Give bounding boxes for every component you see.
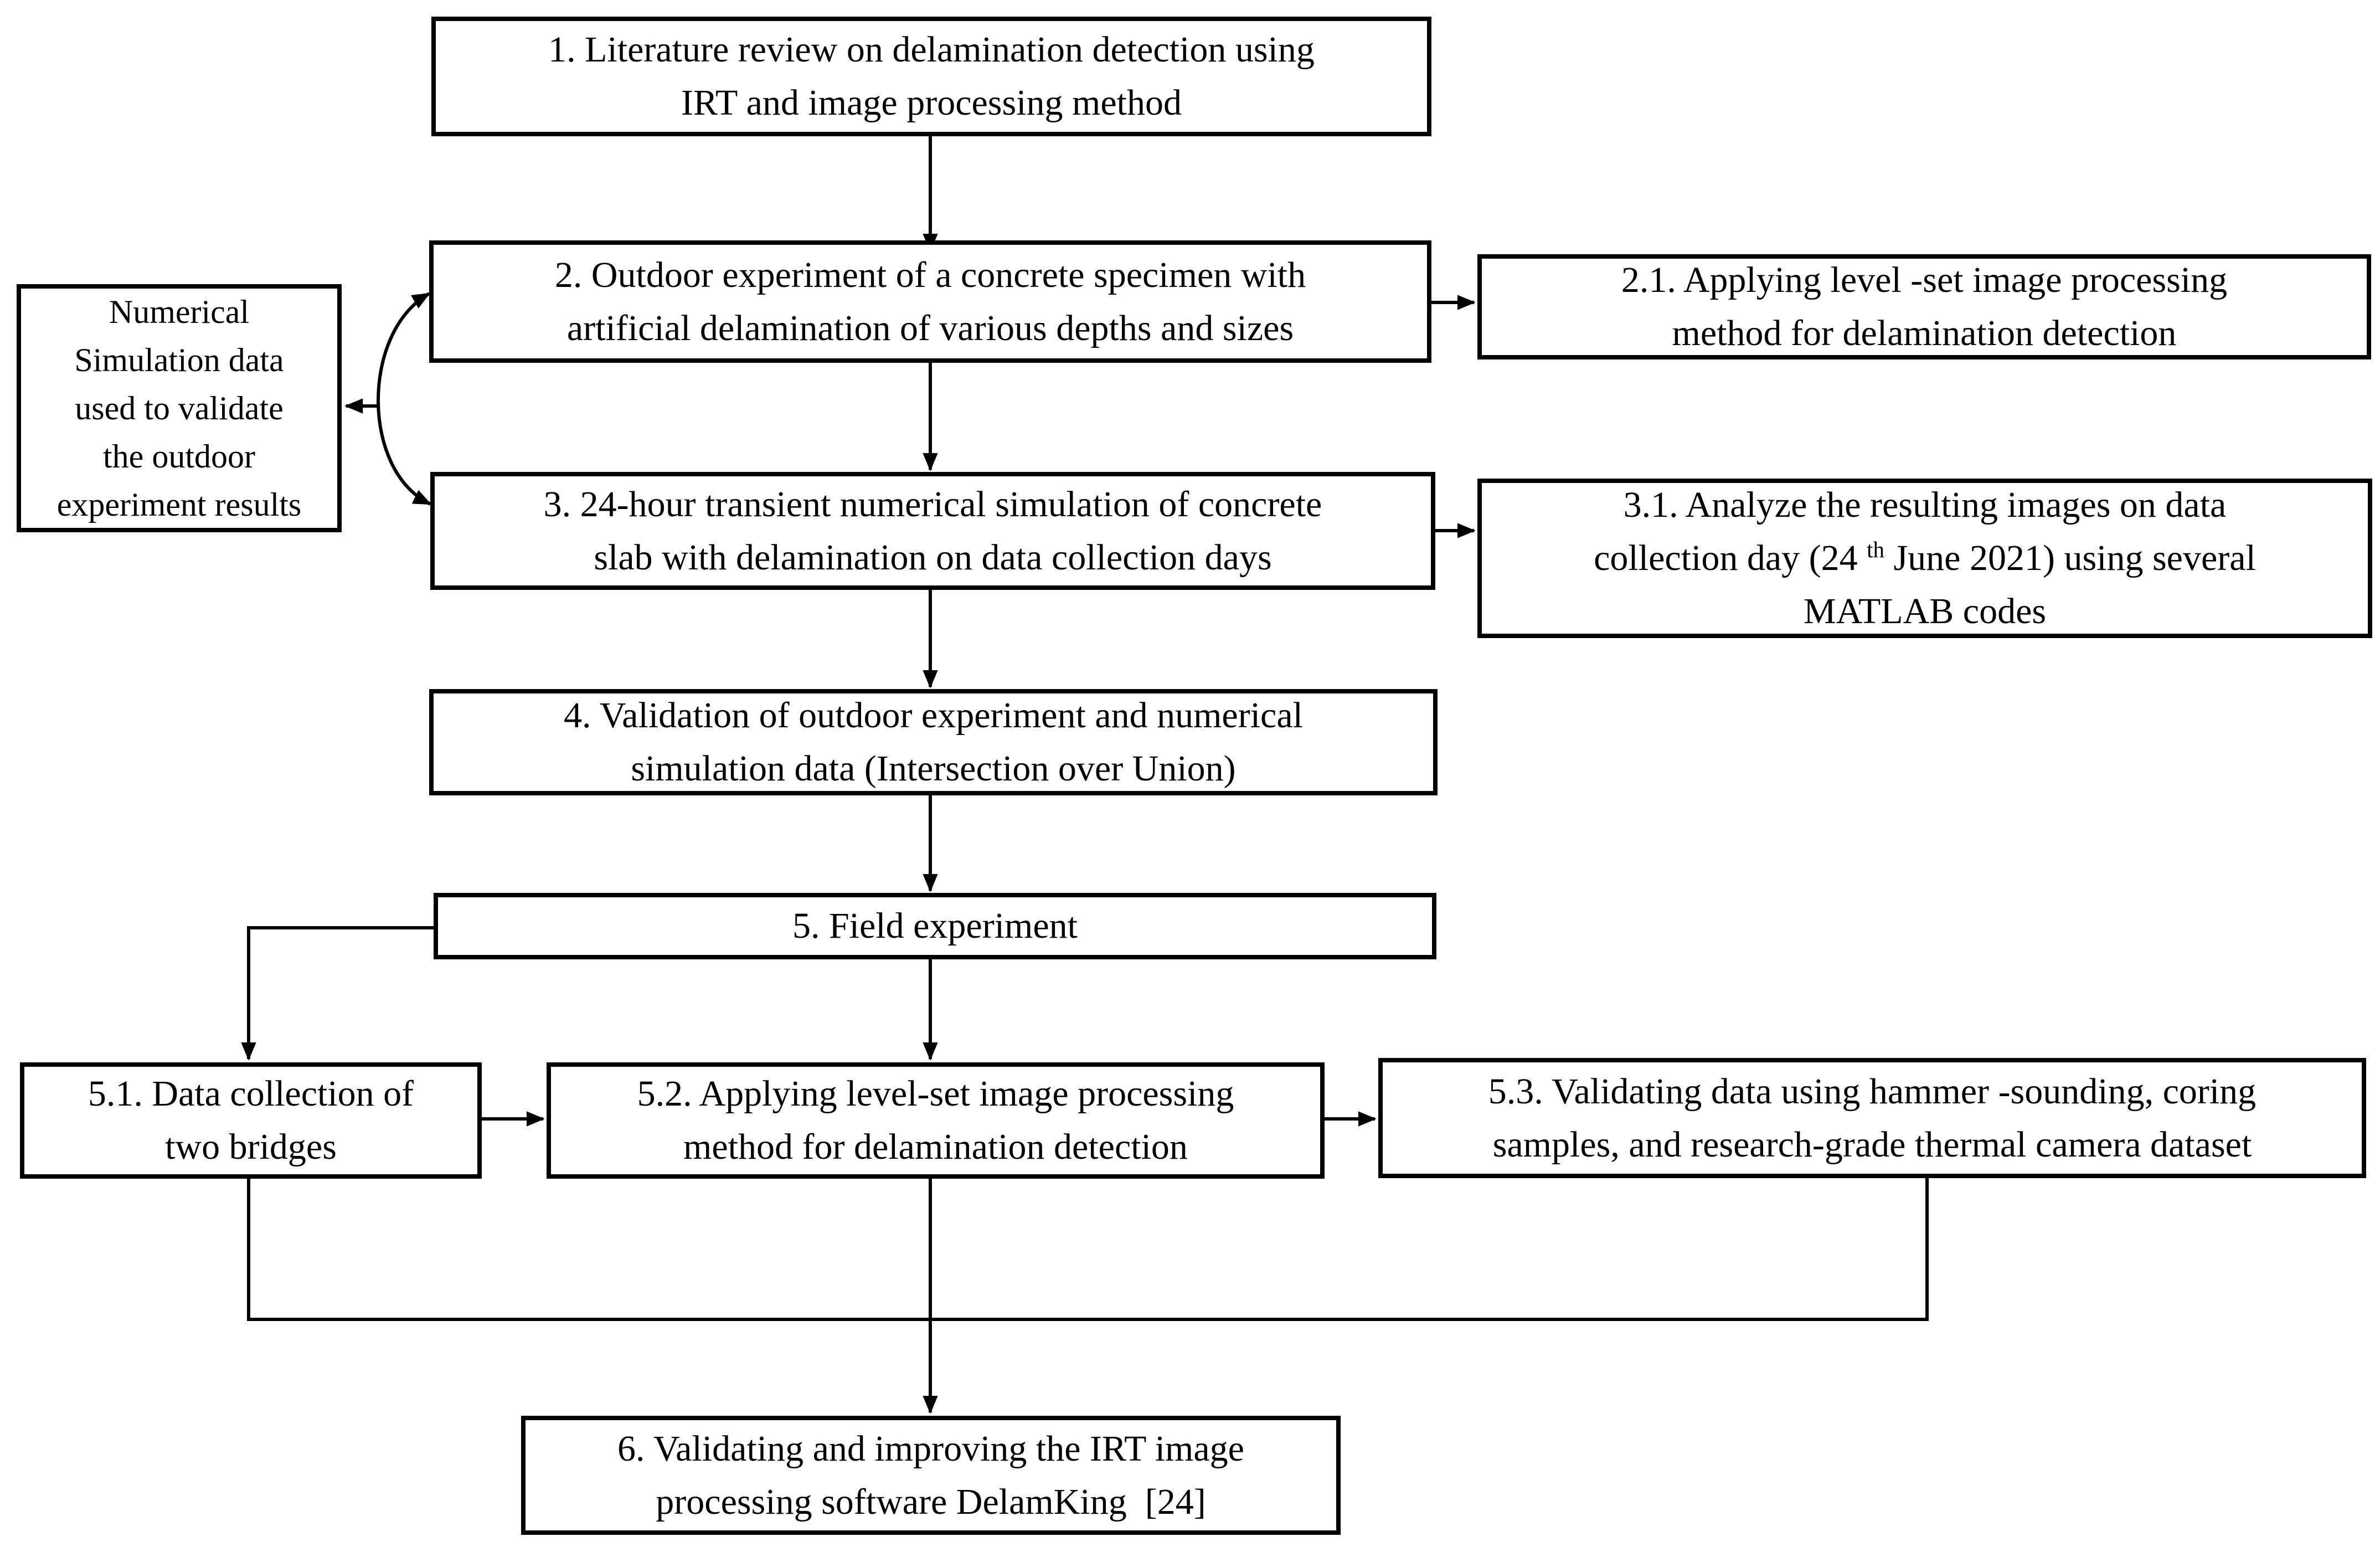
step4-line1: 4. Validation of outdoor experiment and … <box>564 695 1303 736</box>
flow-box-step3-1: 3.1. Analyze the resulting images on dat… <box>1477 479 2372 638</box>
step3-line1: 3. 24-hour transient numerical simulatio… <box>543 484 1322 525</box>
step5-2-line2: method for delamination detection <box>683 1127 1188 1167</box>
numerical-note-line2: Simulation data <box>74 341 284 378</box>
step3-1-line2: collection day (24 th June 2021) using s… <box>1594 532 2256 585</box>
step3-1-line2-pre: collection day (24 <box>1594 538 1867 579</box>
step2-1-line1: 2.1. Applying level -set image processin… <box>1621 260 2228 301</box>
step5-1-line2: two bridges <box>165 1127 337 1167</box>
flow-box-step2: 2. Outdoor experiment of a concrete spec… <box>429 240 1431 363</box>
step5-line1: 5. Field experiment <box>792 906 1078 947</box>
flow-box-step3: 3. 24-hour transient numerical simulatio… <box>430 472 1435 590</box>
flow-box-step1: 1. Literature review on delamination det… <box>431 17 1431 136</box>
arc-step3-step2-feedback <box>377 292 432 506</box>
step5-3-line1: 5.3. Validating data using hammer -sound… <box>1488 1071 2257 1112</box>
step2-line1: 2. Outdoor experiment of a concrete spec… <box>554 254 1306 295</box>
step2-1-line2: method for delamination detection <box>1672 313 2177 353</box>
numerical-note-line5: experiment results <box>56 486 302 523</box>
flow-box-step2-1: 2.1. Applying level -set image processin… <box>1477 254 2371 359</box>
numerical-note-line3: used to validate <box>75 389 284 426</box>
step1-line1: 1. Literature review on delamination det… <box>548 29 1315 70</box>
step3-1-ordinal-superscript: th <box>1867 537 1884 563</box>
flow-box-step5-2: 5.2. Applying level-set image processing… <box>547 1062 1325 1179</box>
flow-box-step4: 4. Validation of outdoor experiment and … <box>429 689 1438 795</box>
flow-box-step5-3: 5.3. Validating data using hammer -sound… <box>1378 1058 2366 1178</box>
step6-line2: processing software DelamKing [24] <box>656 1481 1206 1522</box>
step1-line2: IRT and image processing method <box>681 83 1182 123</box>
step5-1-line1: 5.1. Data collection of <box>87 1073 414 1114</box>
step3-line2: slab with delamination on data collectio… <box>594 537 1272 578</box>
flow-box-step6: 6. Validating and improving the IRT imag… <box>521 1416 1341 1535</box>
step3-1-line1: 3.1. Analyze the resulting images on dat… <box>1623 485 2227 526</box>
step3-1-line3: MATLAB codes <box>1803 590 2047 631</box>
numerical-note-line1: Numerical <box>109 293 250 330</box>
step2-line2: artificial delamination of various depth… <box>566 307 1294 348</box>
step5-3-line2: samples, and research-grade thermal came… <box>1492 1124 2252 1165</box>
flow-box-step5: 5. Field experiment <box>434 893 1436 959</box>
arrow-step5-to-step5_1 <box>241 926 434 1061</box>
step4-line2: simulation data (Intersection over Union… <box>631 748 1236 789</box>
step5-2-line1: 5.2. Applying level-set image processing <box>637 1073 1234 1114</box>
note-box-numerical-simulation: Numerical Simulation data used to valida… <box>17 284 342 532</box>
numerical-note-line4: the outdoor <box>103 438 255 475</box>
step3-1-line2-post: June 2021) using several <box>1884 538 2256 579</box>
flow-box-step5-1: 5.1. Data collection of two bridges <box>20 1062 482 1179</box>
step6-line1: 6. Validating and improving the IRT imag… <box>617 1428 1244 1469</box>
